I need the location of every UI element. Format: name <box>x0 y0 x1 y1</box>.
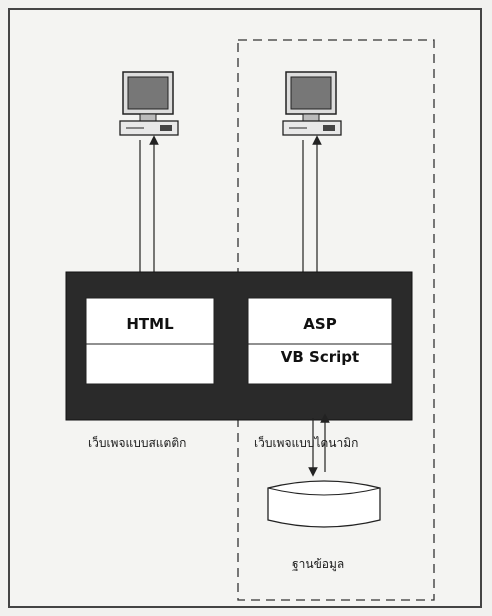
web-architecture-diagram <box>65 39 435 601</box>
dynamic-panel-label-top: ASP <box>303 315 337 333</box>
computer-icon <box>119 71 179 136</box>
dynamic-page-panel <box>247 297 393 385</box>
static-panel-label: HTML <box>126 315 174 333</box>
database-label: ฐานข้อมูล <box>292 557 345 571</box>
figure-frame: HTML ASP VB Script เว็บเพจแบบสแตติก เว็บ… <box>8 8 482 608</box>
computer-icon <box>282 71 342 136</box>
caption-dynamic-webpage: เว็บเพจแบบไดนามิก <box>254 436 359 450</box>
static-page-panel <box>85 297 215 385</box>
database-icon <box>267 480 381 528</box>
caption-static-webpage: เว็บเพจแบบสแตติก <box>88 436 187 450</box>
dynamic-panel-label-bottom: VB Script <box>280 348 360 366</box>
